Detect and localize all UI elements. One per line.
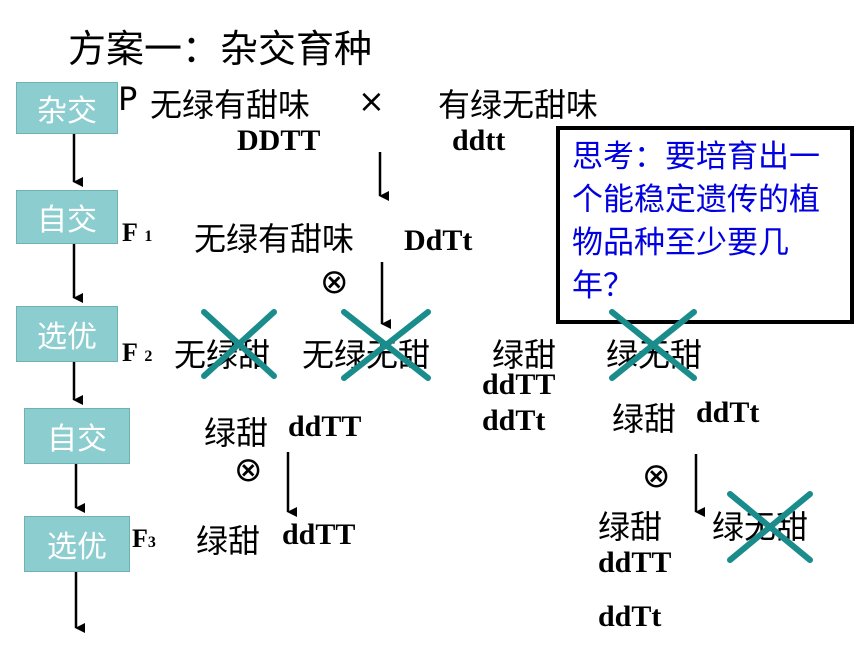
selected-right-genotype: ddTt <box>696 396 760 429</box>
self-cross-symbol-right: ⊗ <box>642 456 671 496</box>
f1-phenotype: 无绿有甜味 <box>194 220 355 258</box>
f2-label-main: F <box>122 338 138 367</box>
f3-right-phenotype-1: 绿甜 <box>598 508 663 546</box>
cross-out-f2-1 <box>201 309 277 379</box>
p2-genotype: ddtt <box>452 124 506 157</box>
p2-phenotype: 有绿无甜味 <box>438 86 599 124</box>
step-box-self-2: 自交 <box>24 408 130 464</box>
step-box-cross: 杂交 <box>16 82 118 134</box>
page-title: 方案一：杂交育种 <box>68 27 373 71</box>
cross-out-f2-2 <box>341 309 431 381</box>
f3-right-genotype-2: ddTt <box>598 600 662 633</box>
f1-label: F 1 <box>122 218 152 248</box>
f3-label: F3 <box>132 524 156 554</box>
f1-genotype: DdTt <box>404 224 473 257</box>
self-cross-symbol-left: ⊗ <box>234 450 263 490</box>
selected-left-genotype: ddTT <box>288 410 362 443</box>
f2-genotype-ddTt: ddTt <box>482 404 546 437</box>
f2-genotype-ddTT: ddTT <box>482 368 556 401</box>
f2-phenotype-3: 绿甜 <box>492 336 557 374</box>
f3-right-genotype-1: ddTT <box>598 546 672 579</box>
f3-label-main: F <box>132 524 148 553</box>
step-box-select-2: 选优 <box>24 516 130 572</box>
f1-label-sub: 1 <box>144 228 153 245</box>
p-generation-label: P <box>118 80 138 118</box>
f2-label: F 2 <box>122 338 152 368</box>
think-question-box: 思考：要培育出一个能稳定遗传的植物品种至少要几年？ <box>556 126 854 324</box>
f3-label-sub: 3 <box>147 534 156 551</box>
p1-phenotype: 无绿有甜味 <box>150 86 311 124</box>
self-cross-symbol-f1: ⊗ <box>320 262 349 302</box>
step-box-select-1: 选优 <box>16 306 118 362</box>
selected-left-phenotype: 绿甜 <box>204 414 269 452</box>
f1-label-main: F <box>122 218 138 247</box>
f3-right-phenotype-2: 绿无甜 <box>712 508 809 546</box>
cross-symbol: × <box>358 82 385 120</box>
f3-genotype: ddTT <box>282 518 356 551</box>
f2-phenotype-2: 无绿无甜 <box>302 336 431 374</box>
f2-label-sub: 2 <box>144 348 153 365</box>
selected-right-phenotype: 绿甜 <box>612 400 677 438</box>
cross-out-f3-right <box>727 491 813 563</box>
p1-genotype: DDTT <box>237 124 321 157</box>
f3-phenotype: 绿甜 <box>196 522 261 560</box>
step-box-self-1: 自交 <box>16 190 118 244</box>
cross-out-f2-4 <box>609 309 697 381</box>
